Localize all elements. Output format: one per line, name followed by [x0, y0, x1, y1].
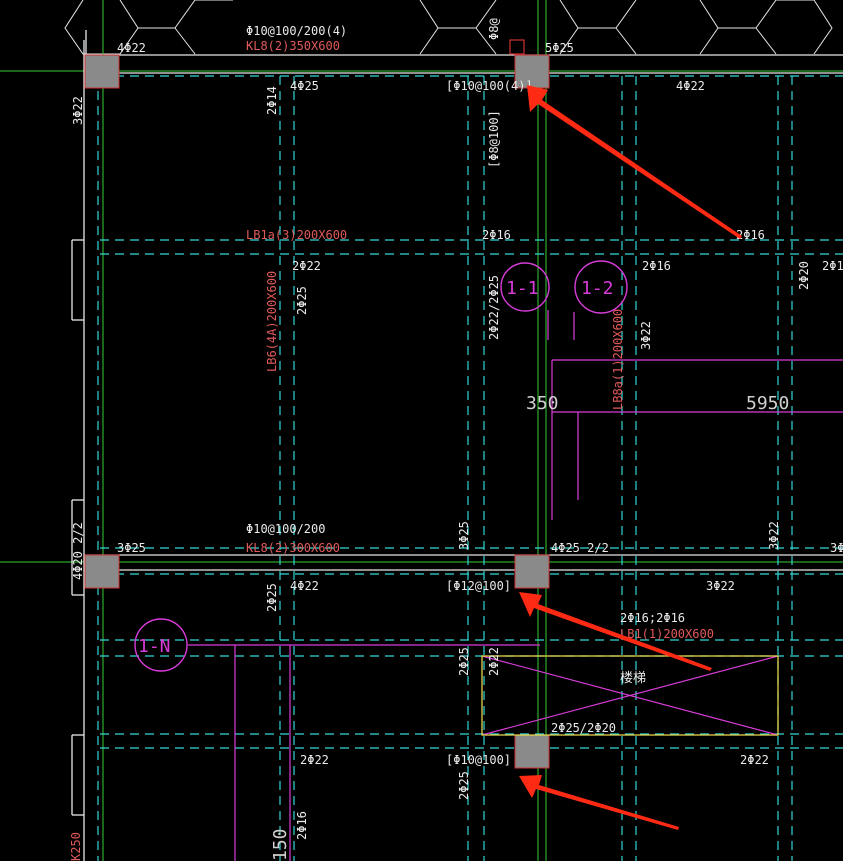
kl-mid-label: KL8(2)300X600 — [246, 541, 340, 555]
rebar-2phi16-c: 2Φ16 — [642, 259, 671, 273]
section-mark-1-N[interactable]: 1-N — [134, 618, 188, 672]
arrow-mid — [519, 592, 712, 671]
rebar-2phi16-a: 2Φ16 — [482, 228, 511, 242]
columns — [84, 54, 550, 769]
rebar-2phi22-2phi25: 2Φ22/2Φ25 — [487, 275, 501, 340]
column-top-mid — [514, 54, 550, 89]
beam-edges — [71, 30, 843, 861]
stair-opening[interactable]: 楼梯 — [481, 655, 779, 736]
kl-mid-stirrup: Φ10@100/200 — [246, 522, 325, 536]
section-mark-1-N-label: 1-N — [138, 636, 171, 657]
stair-label: 楼梯 — [620, 671, 646, 686]
arrow-top — [527, 85, 742, 239]
dimensions: 350 5950 150 K250 — [69, 393, 789, 861]
rebar-stirrup-vert: [Φ8@100] — [487, 110, 501, 168]
column-bottom-mid — [514, 734, 550, 769]
lb8a-label: LB8a(1)200X600 — [611, 309, 625, 410]
rebar-2phi16-d: 2Φ16 — [295, 811, 309, 840]
rebar-2phi22-c: 2Φ22 — [300, 753, 329, 767]
rebar-2phi22-a: 2Φ22 — [292, 259, 321, 273]
section-mark-1-2[interactable]: 1-2 — [574, 260, 628, 314]
section-lines — [188, 310, 843, 861]
rebar-left-vert-mid: 4Φ20 2/2 — [71, 522, 85, 580]
dimension-5950: 5950 — [746, 393, 789, 414]
rebar-4phi25-22: 4Φ25 2/2 — [551, 541, 609, 555]
column-mid-left — [84, 554, 120, 589]
rebar-top-4phi25: 4Φ25 — [290, 79, 319, 93]
rebar-4phi22-mid: 4Φ22 — [290, 579, 319, 593]
dimension-150: 150 — [270, 828, 291, 861]
rebar-top-5phi25: 5Φ25 — [545, 41, 574, 55]
rebar-2phi16-b: 2Φ16 — [736, 228, 765, 242]
lb1a-label: LB1a(3)200X600 — [246, 228, 347, 242]
dimension-350: 350 — [526, 393, 559, 414]
rebar-col-2phi14: 2Φ14 — [265, 86, 279, 115]
rebar-top-left-4phi22: 4Φ22 — [117, 41, 146, 55]
hexagon-hatch — [64, 0, 833, 55]
rebar-2phi16-2phi16: 2Φ16;2Φ16 — [620, 611, 685, 625]
annotation-arrows — [519, 85, 742, 830]
rebar-2phi22-b: 2Φ22 — [487, 647, 501, 676]
rebar-2phi-edge: 2Φ1 — [822, 259, 843, 273]
section-mark-1-1-label: 1-1 — [506, 278, 539, 299]
arrow-bottom — [519, 775, 679, 830]
section-mark-1-2-label: 1-2 — [581, 278, 614, 299]
lb6-label: LB6(4A)200X600 — [265, 271, 279, 372]
rebar-2phi25-2phi20: 2Φ25/2Φ20 — [551, 721, 616, 735]
beam-labels: Φ10@100/200(4) KL8(2)350X600 LB1a(3)200X… — [246, 24, 714, 641]
section-mark-1-1[interactable]: 1-1 — [500, 262, 550, 312]
rebar-3phi25-vert: 3Φ25 — [457, 521, 471, 550]
beam-centerlines — [97, 75, 843, 861]
column-top-left — [84, 54, 120, 89]
rebar-3phi25-left: 3Φ25 — [117, 541, 146, 555]
rebar-labels: 4Φ22 5Φ25 4Φ25 4Φ22 3Φ22 2Φ14 [Φ10@100(4… — [71, 18, 843, 840]
rebar-2phi20: 2Φ20 — [797, 261, 811, 290]
dimension-k250: K250 — [69, 832, 83, 861]
rebar-3phi22-a: 3Φ22 — [639, 321, 653, 350]
rebar-3-edge: 3Φ — [830, 541, 843, 555]
rebar-top-left-vert: 3Φ22 — [71, 96, 85, 125]
rebar-2phi25-b: 2Φ25 — [457, 647, 471, 676]
column-mid-mid — [514, 554, 550, 589]
rebar-stirrup-bottom: [Φ10@100] — [446, 753, 511, 767]
rebar-vert-top-cut: Φ8@ — [487, 18, 501, 40]
kl-top-stirrup: Φ10@100/200(4) — [246, 24, 347, 38]
rebar-stirrup-top: [Φ10@100(4)] — [446, 79, 533, 93]
rebar-2phi25-mid: 2Φ25 — [265, 583, 279, 612]
rebar-2phi25-c: 2Φ25 — [457, 771, 471, 800]
rebar-3phi22-vert: 3Φ22 — [767, 521, 781, 550]
rebar-2phi25-a: 2Φ25 — [295, 286, 309, 315]
rebar-stirrup-mid: [Φ12@100] — [446, 579, 511, 593]
rebar-2phi22-d: 2Φ22 — [740, 753, 769, 767]
rebar-top-right-4phi22: 4Φ22 — [676, 79, 705, 93]
rebar-3phi22-mid: 3Φ22 — [706, 579, 735, 593]
lb1-label: LB1(1)200X600 — [620, 627, 714, 641]
kl-top-label: KL8(2)350X600 — [246, 39, 340, 53]
